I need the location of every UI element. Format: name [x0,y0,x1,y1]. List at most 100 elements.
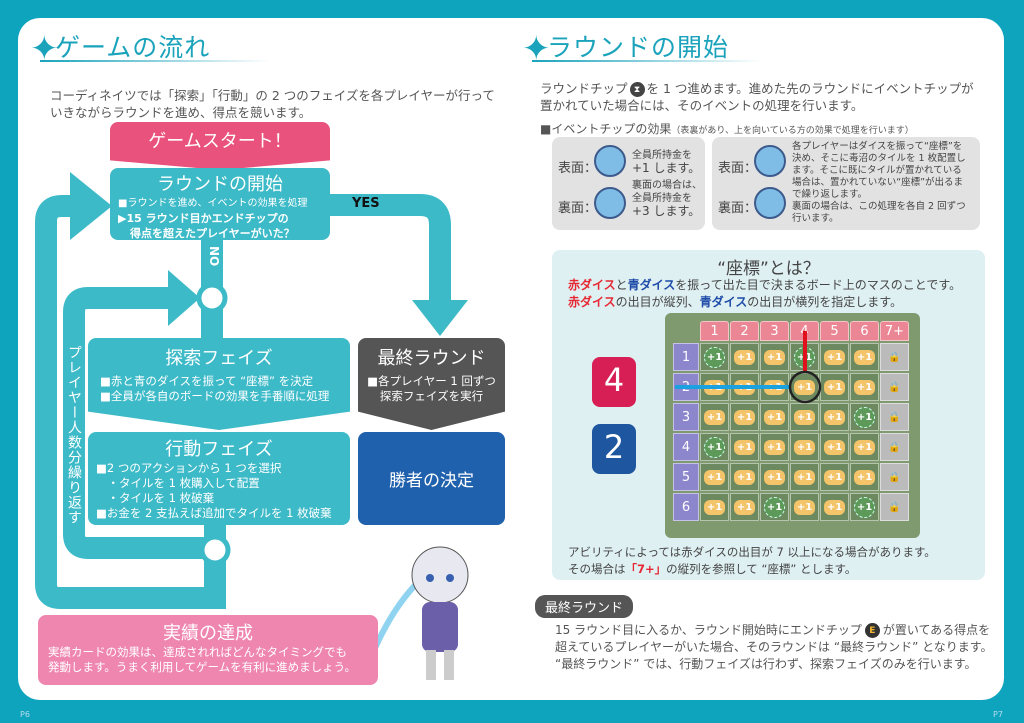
row-header: 4 [673,433,699,461]
cell-value: +1 [853,439,876,455]
yes-label: YES [352,196,380,211]
bonus-tile: +1 [790,343,819,371]
column-header: 4 [790,321,819,341]
event-chip-box-2: 表面： 裏面： 各プレイヤーはダイスを振って“座標”を決め、そこに毒沼のタイルを… [712,137,980,230]
cell-value: +1 [703,436,726,458]
bonus-tile: +1 [850,403,879,431]
event-chip-image [754,145,786,177]
coin-tile: +1 [700,403,729,431]
cell-value: +1 [703,409,726,425]
cell-value: +1 [793,346,816,368]
coordinate-note-2: その場合は「7+」の縦列を参照して “座標” とします。 [568,562,857,576]
action-phase-box: 行動フェイズ ■2 つのアクションから 1 つを選択 ・タイルを 1 枚購入して… [88,432,350,525]
coin-tile: +1 [850,463,879,491]
row-header: 2 [673,373,699,401]
cell-value: +1 [823,499,846,515]
event-chip-image [594,187,626,219]
title-underline [40,60,270,62]
round-intro-text: ラウンドチップ⧗を 1 つ進めます。進めた先のラウンドにイベントチップが置かれて… [540,81,974,113]
cell-value: +1 [793,379,816,395]
column-header: 1 [700,321,729,341]
coin-tile: +1 [850,343,879,371]
final-round-heading: 最終ラウンド [535,595,634,618]
cell-value: +1 [793,499,816,515]
cell-value: +1 [763,409,786,425]
page-number-right: P7 [993,710,1003,719]
cell-value: +1 [733,469,756,485]
round-chip-icon: ⧗ [629,82,645,97]
coin-tile: +1 [730,403,759,431]
cell-value: +1 [763,379,786,395]
cell-value: +1 [853,406,876,428]
cell-value: +1 [793,409,816,425]
coin-tile: +1 [790,493,819,521]
game-start-box: ゲームスタート！ [110,122,330,170]
coin-tile: +1 [820,463,849,491]
intro-text: コーディネイツでは「探索」「行動」の 2 つのフェイズを各プレイヤーが行っていき… [50,88,495,120]
cell-value: +1 [733,499,756,515]
row-header: 5 [673,463,699,491]
cell-value: +1 [703,469,726,485]
no-label: NO [207,246,221,267]
coin-tile: +1 [760,343,789,371]
coin-tile: +1 [820,433,849,461]
coordinate-title: “座標”とは？ [717,259,820,279]
coin-tile: +1 [850,433,879,461]
character-illustration [367,546,469,680]
winner-box: 勝者の決定 [358,432,505,525]
cell-value: +1 [853,469,876,485]
row-header: 3 [673,403,699,431]
coin-tile: +1 [700,493,729,521]
cell-value: +1 [853,379,876,395]
cell-value: +1 [733,349,756,365]
cell-value: +1 [703,346,726,368]
event-heading: ■イベントチップの効果（表裏があり、上を向いている方の効果で処理を行います） [540,122,914,136]
event-chip-image [754,187,786,219]
column-header: 5 [820,321,849,341]
cell-value: +1 [853,496,876,518]
column-header: 2 [730,321,759,341]
cell-value: +1 [733,439,756,455]
coin-tile: +1 [760,463,789,491]
coin-tile: +1 [820,403,849,431]
blue-die: 2 [592,424,636,474]
coin-tile: +1 [730,463,759,491]
coin-tile: +1 [730,343,759,371]
coordinate-desc-2: 赤ダイスの出目が縦列、青ダイスの出目が横列を指定します。 [568,295,903,309]
lock-icon: 🔒 [880,373,909,401]
search-phase-box: 探索フェイズ ■赤と青のダイスを振って “座標” を決定 ■全員が各自のボードの… [88,338,350,430]
coordinate-panel: “座標”とは？ 赤ダイスと青ダイスを振って出た目で決まるボード上のマスのことです… [552,250,985,580]
coin-tile: +1 [760,403,789,431]
cell-value: +1 [703,379,726,395]
cell-value: +1 [823,379,846,395]
cell-value: +1 [703,499,726,515]
coin-tile: +1 [760,373,789,401]
cell-value: +1 [763,496,786,518]
column-header: 6 [850,321,879,341]
coin-tile: +1 [700,463,729,491]
cell-value: +1 [763,349,786,365]
achievement-box: 実績の達成 実績カードの効果は、達成されればどんなタイミングでも 発動します。う… [38,615,378,685]
final-round-box: 最終ラウンド ■各プレイヤー 1 回ずつ 探索フェイズを実行 [358,338,505,430]
event2-text: 各プレイヤーはダイスを振って“座標”を決め、そこに毒沼のタイルを 1 枚配置しま… [792,141,966,224]
end-chip-icon: E [864,623,880,638]
lock-icon: 🔒 [880,403,909,431]
coin-tile: +1 [820,493,849,521]
red-die: 4 [592,357,636,407]
row-header: 6 [673,493,699,521]
coin-tile: +1 [790,433,819,461]
row-header: 1 [673,343,699,371]
cell-value: +1 [763,439,786,455]
cell-value: +1 [823,439,846,455]
lock-icon: 🔒 [880,463,909,491]
coin-tile: +1 [730,433,759,461]
event-chip-box-1: 表面： 全員所持金を+1 します。 裏面： 裏面の場合は、全員所持金を+3 しま… [552,137,705,230]
cell-value: +1 [733,409,756,425]
bonus-tile: +1 [850,493,879,521]
bonus-tile: +1 [760,493,789,521]
cell-value: +1 [823,469,846,485]
coin-tile: +1 [730,493,759,521]
lock-icon: 🔒 [880,493,909,521]
